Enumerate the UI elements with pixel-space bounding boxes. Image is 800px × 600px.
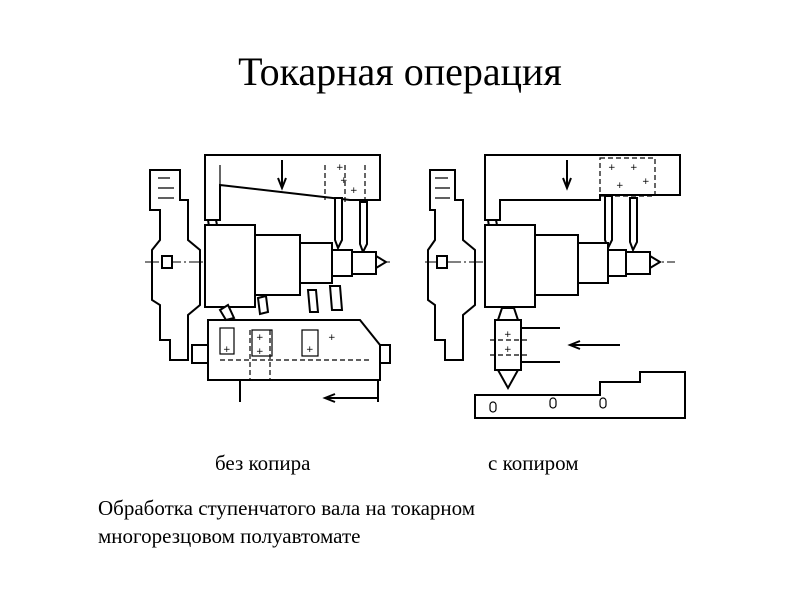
chuck-right <box>427 169 476 361</box>
cutter-icon <box>334 197 343 251</box>
svg-text:+: + <box>340 176 348 186</box>
description-line-2: многорезцовом полуавтомате <box>98 524 361 548</box>
chuck-left <box>149 169 201 361</box>
svg-text:+: + <box>306 345 314 355</box>
diagram-with-copier: + + + + + + <box>425 154 686 419</box>
feed-arrow-icon-left-bottom <box>322 393 378 403</box>
svg-text:+: + <box>504 345 512 355</box>
svg-text:+: + <box>608 163 616 173</box>
svg-text:+: + <box>350 186 358 196</box>
svg-text:+: + <box>642 177 650 187</box>
shaft-step-4-left <box>331 249 353 277</box>
feed-arrow-icon <box>277 160 287 191</box>
diagram-without-copier: + + + + + + + + <box>145 154 391 403</box>
front-carriage-right <box>484 154 681 221</box>
caption-with-copier: с копиром <box>488 451 579 475</box>
svg-text:+: + <box>256 333 264 343</box>
slide-description: Обработка ступенчатого вала на токарном … <box>98 494 718 550</box>
svg-text:+: + <box>504 330 512 340</box>
svg-text:+: + <box>616 181 624 191</box>
svg-text:+: + <box>328 333 336 343</box>
copier-tool-holder <box>494 319 522 371</box>
copier-template <box>474 371 686 419</box>
shaft-step-2-left <box>254 234 301 296</box>
shaft-step-1-left <box>204 224 256 308</box>
lathe-diagram: + + + + + + + + <box>130 140 690 430</box>
shaft-step-3-right <box>577 242 609 284</box>
feed-arrow-icon-right <box>567 340 620 350</box>
svg-text:+: + <box>256 347 264 357</box>
slide-title: Токарная операция <box>238 49 562 94</box>
svg-text:+: + <box>223 345 231 355</box>
shaft-step-2-right <box>534 234 579 296</box>
shaft-step-1-right <box>484 224 536 308</box>
svg-text:+: + <box>630 163 638 173</box>
caption-without-copier: без копира <box>215 451 311 475</box>
shaft-step-3-left <box>299 242 333 284</box>
lathe-diagram-svg: + + + + + + + + <box>145 154 686 419</box>
svg-text:+: + <box>336 163 344 173</box>
description-line-1: Обработка ступенчатого вала на токарном <box>98 496 476 520</box>
